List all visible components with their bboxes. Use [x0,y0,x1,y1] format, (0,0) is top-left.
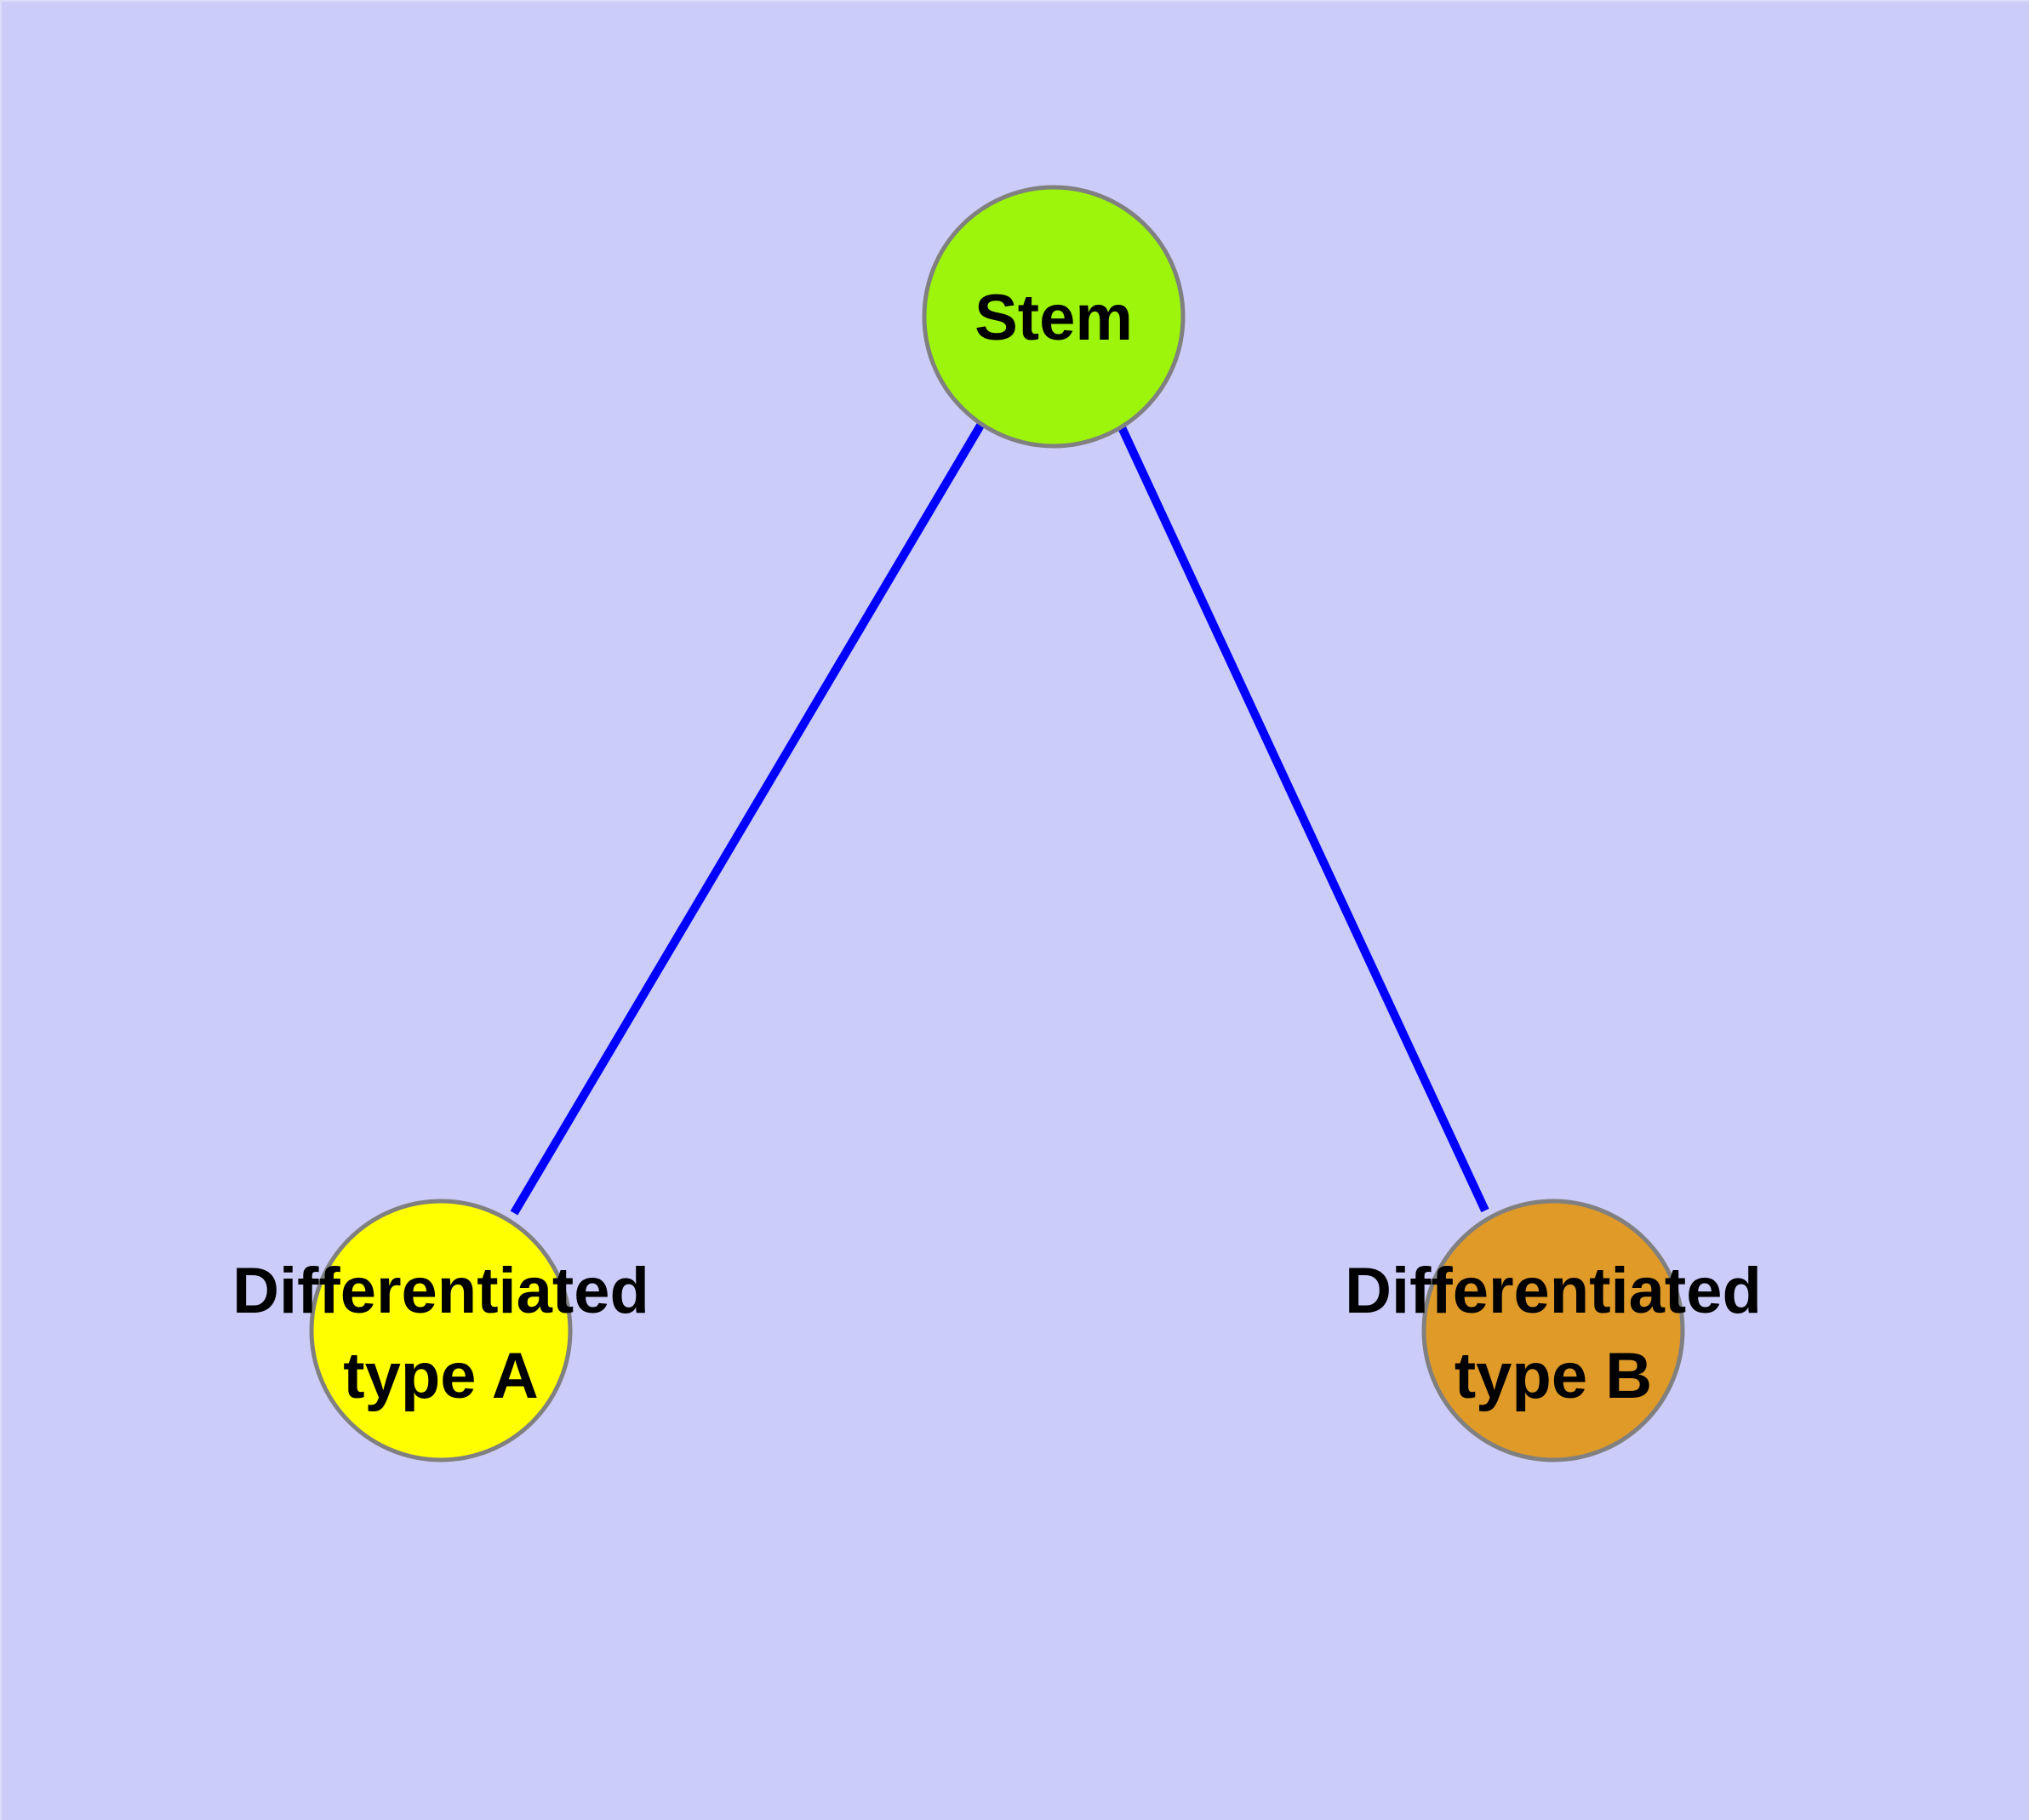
node-differentiated-type-a-label-line2: type A [343,1340,538,1412]
top-edge-highlight [0,0,2029,2]
node-differentiated-type-a[interactable] [309,1199,573,1462]
left-edge-highlight [0,0,2,1820]
node-differentiated-type-b-label-line1: Differentiated [1345,1255,1762,1327]
node-differentiated-type-b-circle[interactable] [1421,1199,1685,1462]
node-stem-circle[interactable] [922,185,1186,449]
edge-layer [510,421,1489,1216]
node-differentiated-type-a-label-line1: Differentiated [232,1255,649,1327]
node-layer [309,185,1685,1462]
node-differentiated-type-b-label-line2: type B [1455,1340,1652,1412]
edge-stem-to-differentiated-type-a[interactable] [510,421,986,1216]
node-differentiated-type-b[interactable] [1421,1199,1685,1462]
node-stem-label: Stem [974,282,1133,354]
edge-stem-to-differentiated-type-b[interactable] [1117,423,1489,1213]
node-differentiated-type-a-circle[interactable] [309,1199,573,1462]
label-layer: Stem Differentiated type A Differentiate… [232,282,1762,1412]
node-stem[interactable] [922,185,1186,449]
